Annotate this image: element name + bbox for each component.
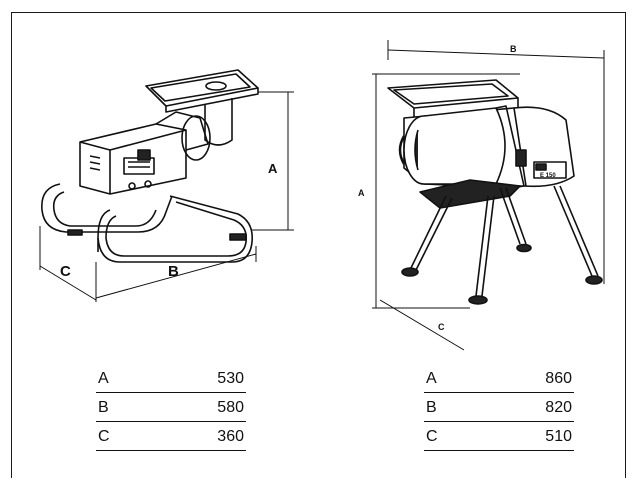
dimension-value: 860: [545, 370, 572, 387]
dimension-value: 580: [217, 399, 244, 416]
dimension-key: C: [426, 428, 438, 445]
dimension-key: B: [98, 399, 109, 416]
table-row: C 510: [424, 422, 574, 451]
left-dim-label-c: C: [60, 263, 71, 280]
left-dim-label-a: A: [268, 161, 278, 176]
right-dim-label-c: C: [438, 322, 445, 332]
right-dim-label-b: B: [510, 44, 517, 54]
dimension-value: 510: [545, 428, 572, 445]
svg-text:E 150: E 150: [540, 173, 556, 179]
dimension-key: B: [426, 399, 437, 416]
dimension-value: 820: [545, 399, 572, 416]
table-row: C 360: [96, 422, 246, 451]
right-dimension-table: A 860 B 820 C 510: [424, 364, 574, 451]
dimension-value: 360: [217, 428, 244, 445]
right-machine-drawing: E 150: [372, 40, 605, 351]
dimension-value: 530: [217, 370, 244, 387]
dimension-key: C: [98, 428, 110, 445]
left-dim-label-b: B: [168, 263, 179, 280]
left-machine-drawing: [39, 69, 294, 302]
table-row: A 860: [424, 364, 574, 393]
document-frame: [11, 12, 626, 478]
table-row: B 580: [96, 393, 246, 422]
table-row: A 530: [96, 364, 246, 393]
dimension-key: A: [98, 370, 109, 387]
right-dim-label-a: A: [358, 188, 365, 198]
table-row: B 820: [424, 393, 574, 422]
left-dimension-table: A 530 B 580 C 360: [96, 364, 246, 451]
dimension-key: A: [426, 370, 437, 387]
